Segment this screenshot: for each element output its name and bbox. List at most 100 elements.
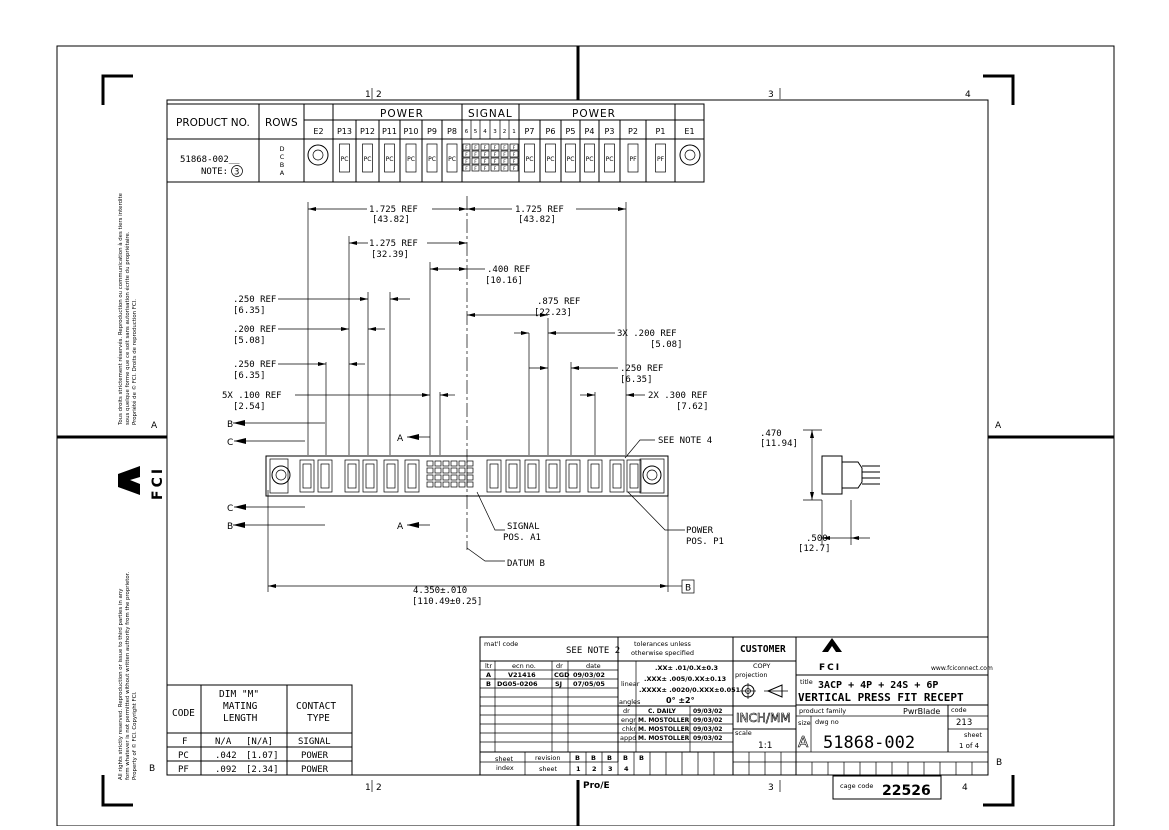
col-header-p7: P7 <box>525 127 535 136</box>
svg-text:dr: dr <box>556 662 563 670</box>
matl-value: SEE NOTE 2 <box>566 646 620 656</box>
svg-text:A: A <box>397 522 404 532</box>
signal-contact-cell: F <box>494 159 497 165</box>
col-header-p10: P10 <box>403 127 418 136</box>
signal-contact-cell: F <box>474 145 477 151</box>
zone-bottom-3: 3 <box>768 783 774 793</box>
contact-code-cell: PF <box>657 156 665 163</box>
svg-text:chkr: chkr <box>622 725 636 733</box>
fci-logo-icon: FCI <box>819 638 842 673</box>
website: www.fciconnect.com <box>931 665 993 672</box>
svg-text:[2.34]: [2.34] <box>246 765 279 775</box>
svg-text:cage code: cage code <box>840 782 873 790</box>
svg-text:4: 4 <box>624 765 629 773</box>
side-text-lower: All rights strictly reserved. Reproducti… <box>118 572 138 780</box>
hdr-product-no: PRODUCT NO. <box>176 117 250 129</box>
svg-text:SJ: SJ <box>555 680 562 688</box>
svg-text:09/03/02: 09/03/02 <box>693 726 722 733</box>
svg-text:5X .100 REF: 5X .100 REF <box>222 391 282 401</box>
svg-text:09/03/02: 09/03/02 <box>693 735 722 742</box>
dimension-lines: 1.725 REF [43.82] 1.725 REF [43.82] 1.27… <box>222 196 709 607</box>
signal-contact-cell: F <box>503 145 506 151</box>
svg-text:2X .300 REF: 2X .300 REF <box>648 391 708 401</box>
signature-row: engr M. MOSTOLLER 09/03/02 <box>621 716 722 724</box>
signal-contact-cell: F <box>484 159 487 165</box>
zone-top-1: 1 <box>365 90 371 100</box>
contact-code-cell: PC <box>448 156 456 163</box>
svg-text:PF: PF <box>178 765 189 775</box>
col-header-p1: P1 <box>656 127 666 136</box>
svg-text:[32.39]: [32.39] <box>371 250 409 260</box>
svg-text:.400 REF: .400 REF <box>487 265 530 275</box>
svg-text:DIM "M": DIM "M" <box>219 689 259 700</box>
svg-text:.092: .092 <box>215 765 237 775</box>
svg-text:.250 REF: .250 REF <box>233 295 276 305</box>
customer-label: CUSTOMER <box>740 644 786 655</box>
signal-col-header: 1 <box>512 129 516 135</box>
code-row: PF .092 [2.34] POWER <box>178 765 329 775</box>
signal-col-header: 3 <box>493 129 497 135</box>
svg-text:product family: product family <box>799 707 846 715</box>
svg-text:B: B <box>227 420 233 430</box>
svg-text:B: B <box>575 754 580 762</box>
svg-text:title: title <box>800 678 813 686</box>
signal-contact-cell: F <box>513 152 516 158</box>
svg-text:[22.23]: [22.23] <box>534 308 572 318</box>
svg-text:Propriété de © FCI. Droits de: Propriété de © FCI. Droits de reproducti… <box>131 299 138 425</box>
side-text-upper: Tous droits strictement réservés. Reprod… <box>117 192 138 426</box>
contact-code-cell: PF <box>629 156 637 163</box>
svg-text:C: C <box>227 438 233 448</box>
svg-text:tolerances unless: tolerances unless <box>634 640 692 648</box>
svg-text:09/03/02: 09/03/02 <box>693 717 722 724</box>
svg-text:1.275 REF: 1.275 REF <box>369 239 418 249</box>
part-note: NOTE: <box>201 167 228 177</box>
svg-text:B: B <box>227 522 233 532</box>
svg-text:dr: dr <box>623 707 630 715</box>
power-label: POWER <box>686 526 714 536</box>
svg-text:1.725 REF: 1.725 REF <box>369 205 418 215</box>
col-header-p9: P9 <box>427 127 437 136</box>
svg-text:[43.82]: [43.82] <box>372 215 410 225</box>
e2-guide-icon <box>307 144 329 166</box>
svg-text:revision: revision <box>535 754 560 762</box>
svg-text:B: B <box>623 754 628 762</box>
signal-contact-cell: F <box>513 159 516 165</box>
svg-text:DG05-0206: DG05-0206 <box>497 680 538 688</box>
svg-text:sous quelque forme que ce soit: sous quelque forme que ce soit sans auto… <box>124 231 131 425</box>
svg-text:dwg no: dwg no <box>815 718 839 726</box>
svg-text:mat'l code: mat'l code <box>484 640 518 648</box>
datum-label: DATUM B <box>507 559 545 569</box>
col-header-p6: P6 <box>546 127 556 136</box>
svg-text:M. MOSTOLLER: M. MOSTOLLER <box>638 735 690 742</box>
note-number: 3 <box>234 168 239 178</box>
signal-contact-cell: F <box>503 152 506 158</box>
datum-box <box>681 579 695 594</box>
svg-text:B: B <box>607 754 612 762</box>
title-block: mat'l code SEE NOTE 2 ltr ecn no. dr dat… <box>479 636 993 776</box>
col-header-p2: P2 <box>628 127 638 136</box>
signature-row: chkr M. MOSTOLLER 09/03/02 <box>622 725 722 733</box>
hdr-rows: ROWS <box>265 117 298 129</box>
svg-text:engr: engr <box>621 716 636 724</box>
svg-text:[1.07]: [1.07] <box>246 751 279 761</box>
svg-text:COPY: COPY <box>753 662 770 670</box>
signal-contact-cell: F <box>484 152 487 158</box>
row-letter: A <box>280 169 285 177</box>
see-note-4: SEE NOTE 4 <box>658 436 712 446</box>
corner-mark-bl <box>101 775 133 807</box>
overall-length: 4.350±.010 <box>413 586 467 596</box>
overall-length-mm: [110.49±0.25] <box>412 597 482 607</box>
fci-logo-side-icon: FCI <box>118 466 166 500</box>
cage-code: 22526 <box>882 783 931 799</box>
signal-contact-cell: F <box>474 166 477 172</box>
callouts: SEE NOTE 4 SIGNAL POS. A1 POWER POS. P1 … <box>466 436 724 569</box>
svg-text:[5.08]: [5.08] <box>233 336 266 346</box>
signature-row: dr C. DAILY 09/03/02 <box>623 707 722 715</box>
svg-text:Tous droits strictement réserv: Tous droits strictement réservés. Reprod… <box>117 192 124 426</box>
signal-contact-cell: F <box>484 145 487 151</box>
corner-mark-br <box>983 775 1015 807</box>
svg-text:.042: .042 <box>215 751 237 761</box>
signal-contact-cell: F <box>503 159 506 165</box>
